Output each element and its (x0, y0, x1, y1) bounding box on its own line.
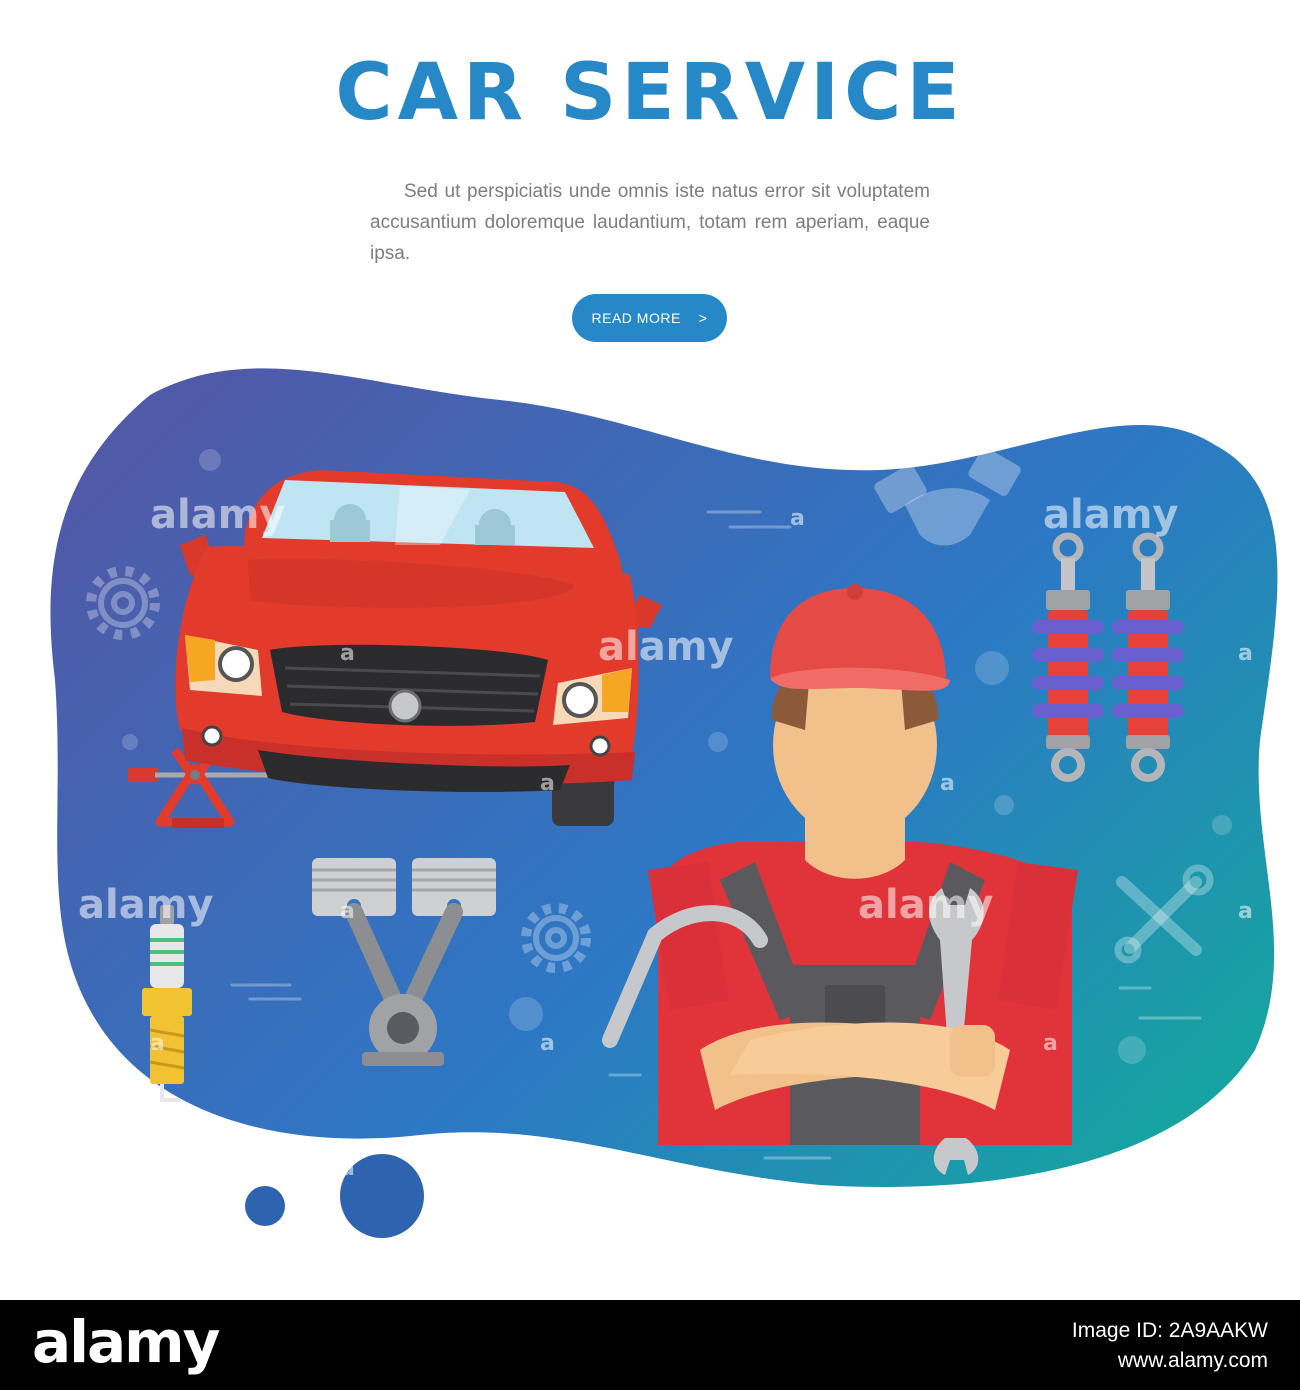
chevron-right-icon: > (698, 310, 708, 326)
shock-absorber-icon (1112, 532, 1184, 782)
wrench-screwdriver-icon (1114, 864, 1214, 964)
svg-text:a: a (150, 1031, 165, 1056)
svg-text:alamy: alamy (1043, 492, 1178, 538)
jack-icon (128, 747, 268, 828)
car-icon (175, 470, 662, 826)
watermark: alamy alamy alamy alamy alamy (78, 492, 1178, 928)
svg-text:a: a (1238, 641, 1253, 666)
svg-text:a: a (790, 506, 805, 531)
mechanic-icon (602, 584, 1078, 1175)
piston-icon (312, 858, 496, 1066)
spark-plug-icon (142, 905, 192, 1102)
svg-text:a: a (340, 1156, 355, 1181)
shock-absorber-icon (1032, 532, 1104, 782)
decorative-dots (122, 449, 1232, 1064)
page-title: CAR SERVICE (335, 48, 965, 138)
svg-text:a: a (940, 771, 955, 796)
svg-text:alamy: alamy (150, 492, 285, 538)
svg-text:a: a (540, 1031, 555, 1056)
svg-text:a: a (340, 641, 355, 666)
decorative-lines (230, 510, 1202, 1202)
svg-text:alamy: alamy (858, 882, 993, 928)
svg-text:alamy: alamy (598, 624, 733, 670)
svg-text:a: a (648, 1156, 663, 1181)
decorative-circle-small (245, 1186, 285, 1226)
svg-text:a: a (1238, 899, 1253, 924)
svg-text:alamy: alamy (78, 882, 213, 928)
alamy-logo: alamy (32, 1308, 220, 1376)
svg-text:a: a (1043, 1031, 1058, 1056)
footer-bar: alamy Image ID: 2A9AAKW www.alamy.com (0, 1300, 1300, 1390)
gear-icon (521, 903, 591, 973)
footer-meta: Image ID: 2A9AAKW www.alamy.com (1072, 1316, 1268, 1376)
svg-text:a: a (340, 899, 355, 924)
read-more-button[interactable]: READ MORE > (572, 294, 727, 342)
decorative-circle-large (340, 1154, 424, 1238)
watermark-letter: a a a a a a a a a a a a (150, 506, 1253, 1181)
handshake-icon (874, 447, 1021, 546)
read-more-label: READ MORE (591, 310, 681, 326)
car-service-illustration: alamy alamy alamy alamy alamy a a a a a … (50, 368, 1278, 1238)
site-url-text: www.alamy.com (1117, 1349, 1268, 1372)
svg-text:a: a (540, 771, 555, 796)
intro-text: Sed ut perspiciatis unde omnis iste natu… (370, 181, 930, 264)
gear-icon (86, 566, 160, 640)
image-id-text: Image ID: 2A9AAKW (1071, 1319, 1268, 1342)
